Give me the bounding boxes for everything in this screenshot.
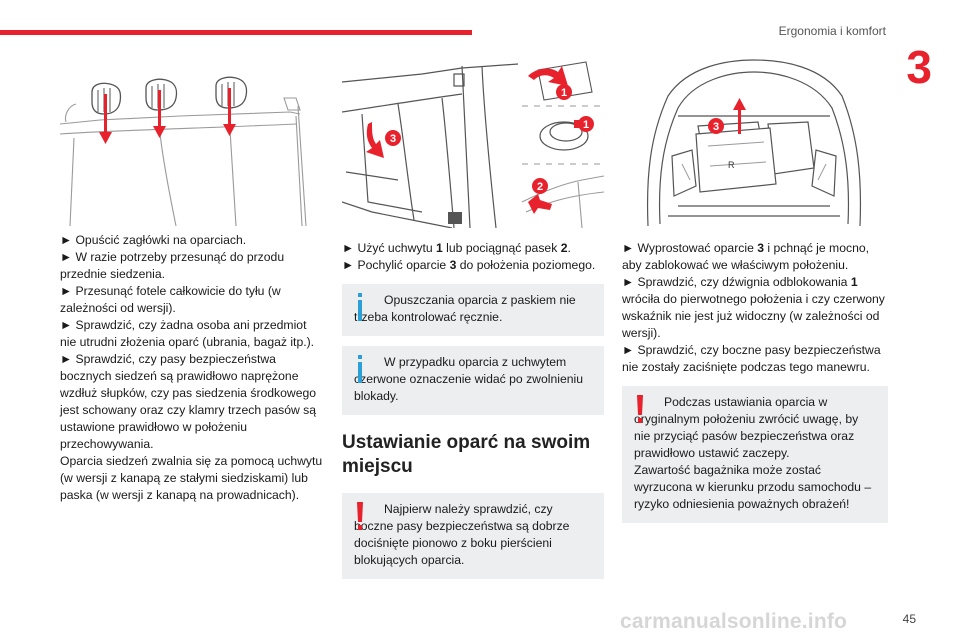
step-check-lever: ► Sprawdzić, czy dźwignia odblokowania 1… <box>622 275 885 340</box>
step-check-obstacles: ► Sprawdzić, czy żadna osoba ani przedmi… <box>60 318 315 349</box>
column-1-text: ► Opuścić zagłówki na oparciach. ► W raz… <box>60 232 326 504</box>
step-tilt-backrest: ► Pochylić oparcie 3 do położenia poziom… <box>342 258 596 272</box>
step-use-handle: ► Użyć uchwytu 1 lub pociągnąć pasek 2. <box>342 241 571 255</box>
info-note-strap: Opuszczania oparcia z paskiem nie trzeba… <box>342 284 604 336</box>
warning-icon <box>354 502 366 530</box>
fig2-callout-2: 2 <box>537 181 543 193</box>
step-check-side-belts: ► Sprawdzić, czy boczne pasy bezpieczeńs… <box>622 343 881 374</box>
column-3-text: ► Wyprostować oparcie 3 i pchnąć je mocn… <box>622 240 888 523</box>
section-title: Ergonomia i komfort <box>778 24 886 38</box>
step-check-seatbelts: ► Sprawdzić, czy pasy bezpieczeństwa boc… <box>60 352 317 451</box>
headrests-illustration <box>60 76 322 226</box>
section-heading: Ustawianie oparć na swoim miejscu <box>342 432 591 477</box>
info-note-handle: W przypadku oparcia z uchwytem czerwone … <box>342 346 604 415</box>
fig2-callout-1b: 1 <box>583 119 589 131</box>
chapter-number: 3 <box>906 41 932 93</box>
fig2-callout-1a: 1 <box>561 87 567 99</box>
fig3-badge: R <box>728 160 735 170</box>
step-straighten-backrest: ► Wyprostować oparcie 3 i pchnąć je mocn… <box>622 241 870 272</box>
step-move-front-seats: ► W razie potrzeby przesunąć do przodu p… <box>60 250 285 281</box>
column-2-text: ► Użyć uchwytu 1 lub pociągnąć pasek 2. … <box>342 240 604 579</box>
warning-icon <box>634 395 646 423</box>
trunk-illustration: R 3 <box>638 56 870 228</box>
warning-note-cargo-text: Zawartość bagażnika może zostać wyrzucon… <box>634 463 872 511</box>
info-icon <box>354 293 366 321</box>
top-accent-bar <box>0 30 472 35</box>
fold-backrest-illustration: 3 1 1 2 <box>342 52 604 228</box>
warning-note-backrest-text: Podczas ustawiania oparcia w oryginalnym… <box>634 395 859 460</box>
watermark: carmanualsonline.info <box>620 610 848 633</box>
fig3-callout-3: 3 <box>713 121 719 133</box>
step-move-seats-back: ► Przesunąć fotele całkowicie do tyłu (w… <box>60 284 281 315</box>
fig2-callout-3: 3 <box>390 133 396 145</box>
step-lower-headrests: ► Opuścić zagłówki na oparciach. <box>60 233 247 247</box>
info-note-strap-text: Opuszczania oparcia z paskiem nie trzeba… <box>354 293 576 324</box>
info-note-handle-text: W przypadku oparcia z uchwytem czerwone … <box>354 355 583 403</box>
warning-note-backrest: Podczas ustawiania oparcia w oryginalnym… <box>622 386 888 523</box>
info-icon <box>354 355 366 383</box>
release-paragraph: Oparcia siedzeń zwalnia się za pomocą uc… <box>60 454 323 502</box>
warning-note-belts: Najpierw należy sprawdzić, czy boczne pa… <box>342 493 604 579</box>
warning-note-belts-text: Najpierw należy sprawdzić, czy boczne pa… <box>354 502 570 567</box>
page-number: 45 <box>902 612 916 626</box>
